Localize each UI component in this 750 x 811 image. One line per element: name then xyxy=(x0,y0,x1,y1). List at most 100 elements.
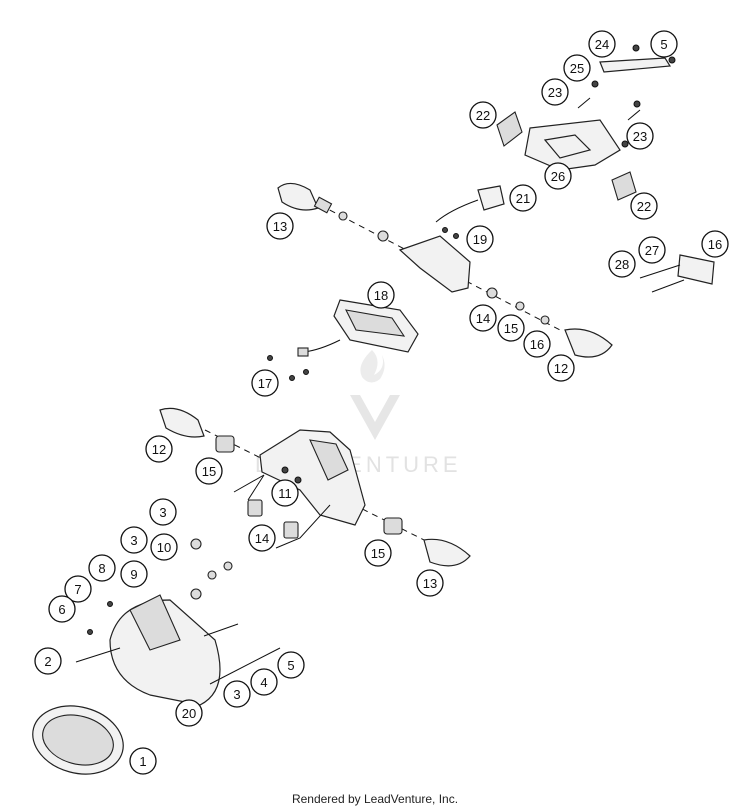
callout-c11: 11 xyxy=(271,479,299,507)
callout-c12b: 12 xyxy=(145,435,173,463)
callout-label: 11 xyxy=(278,486,292,501)
cluster-connector xyxy=(297,347,309,357)
callout-c6: 6 xyxy=(48,595,76,623)
screw-icon xyxy=(289,375,295,381)
callout-c27: 27 xyxy=(638,236,666,264)
rear-signal-group xyxy=(277,182,613,358)
washer-icon xyxy=(591,80,599,88)
callout-label: 13 xyxy=(423,576,437,591)
callout-c4: 4 xyxy=(250,668,278,696)
license-bracket-group xyxy=(496,44,676,201)
cluster-screen xyxy=(345,309,406,337)
callout-label: 28 xyxy=(615,257,629,272)
rubber-grommet xyxy=(190,538,202,550)
callout-c16a: 16 xyxy=(701,230,729,258)
callout-label: 23 xyxy=(633,129,647,144)
rubber-grommet xyxy=(223,561,233,571)
callout-label: 8 xyxy=(98,561,105,576)
bracket-plate xyxy=(543,134,592,159)
nut-icon xyxy=(540,315,550,325)
screw-icon xyxy=(303,369,309,375)
screw-icon xyxy=(294,476,302,484)
callout-c14b: 14 xyxy=(248,524,276,552)
callout-c23b: 23 xyxy=(626,122,654,150)
callout-circle xyxy=(120,526,148,554)
callout-c20: 20 xyxy=(175,699,203,727)
callout-circle xyxy=(195,457,223,485)
callout-c19: 19 xyxy=(466,225,494,253)
callout-c21: 21 xyxy=(509,184,537,212)
callout-circle xyxy=(416,569,444,597)
callout-circle xyxy=(638,236,666,264)
reflector-lower xyxy=(611,171,637,201)
callout-label: 27 xyxy=(645,243,659,258)
headlight-group xyxy=(32,538,281,775)
rubber-grommet xyxy=(207,570,217,580)
callout-circle xyxy=(650,30,678,58)
callout-c8: 8 xyxy=(88,554,116,582)
bolt-line xyxy=(203,623,239,637)
callout-label: 14 xyxy=(476,311,490,326)
spacer-icon xyxy=(486,287,498,299)
callout-c26: 26 xyxy=(544,162,572,190)
callout-circle xyxy=(544,162,572,190)
callout-circle xyxy=(129,747,157,775)
callout-circle xyxy=(701,230,729,258)
callout-circle xyxy=(175,699,203,727)
callout-label: 18 xyxy=(374,288,388,303)
callout-circle xyxy=(626,122,654,150)
callout-circle xyxy=(608,250,636,278)
bolt-line xyxy=(75,647,121,663)
callout-c13b: 13 xyxy=(416,569,444,597)
side-plate-group xyxy=(639,254,715,293)
callout-c3a: 3 xyxy=(149,498,177,526)
bolt-icon xyxy=(633,100,641,108)
callout-label: 3 xyxy=(233,687,240,702)
callout-circle xyxy=(364,539,392,567)
callout-c24: 24 xyxy=(588,30,616,58)
footer-credit: Rendered by LeadVenture, Inc. xyxy=(291,792,459,806)
callout-label: 2 xyxy=(44,654,51,669)
callout-label: 15 xyxy=(371,546,385,561)
callout-c22a: 22 xyxy=(469,101,497,129)
callout-c23a: 23 xyxy=(541,78,569,106)
front-left-indicator xyxy=(159,407,205,438)
callout-c5a: 5 xyxy=(650,30,678,58)
callout-c15b: 15 xyxy=(195,457,223,485)
callout-c14a: 14 xyxy=(469,304,497,332)
callout-circle xyxy=(223,680,251,708)
front-left-spacer xyxy=(215,435,235,453)
callout-c3b: 3 xyxy=(120,526,148,554)
callout-circle xyxy=(588,30,616,58)
front-mount-group xyxy=(159,407,471,567)
callout-c16b: 16 xyxy=(523,330,551,358)
callout-circle xyxy=(34,647,62,675)
callout-circle xyxy=(367,281,395,309)
callout-c15a: 15 xyxy=(497,314,525,342)
callout-label: 25 xyxy=(570,61,584,76)
callout-c7: 7 xyxy=(64,575,92,603)
instrument-cluster-group xyxy=(267,299,419,381)
callout-c3c: 3 xyxy=(223,680,251,708)
nut-icon xyxy=(377,230,389,242)
bushing xyxy=(283,521,299,539)
callout-c17: 17 xyxy=(251,369,279,397)
callout-label: 14 xyxy=(255,531,269,546)
callout-label: 24 xyxy=(595,37,609,52)
callout-circle xyxy=(277,651,305,679)
callout-circle xyxy=(64,575,92,603)
callout-label: 9 xyxy=(130,567,137,582)
callout-circle xyxy=(266,212,294,240)
callout-label: 16 xyxy=(530,337,544,352)
callout-circle xyxy=(563,54,591,82)
screw-line-b xyxy=(627,109,641,121)
callout-circle xyxy=(149,498,177,526)
screw-icon xyxy=(281,466,289,474)
callout-label: 12 xyxy=(152,442,166,457)
screw-line xyxy=(651,279,685,293)
callout-c2: 2 xyxy=(34,647,62,675)
callout-label: 15 xyxy=(504,321,518,336)
license-plate-strip xyxy=(599,57,672,73)
